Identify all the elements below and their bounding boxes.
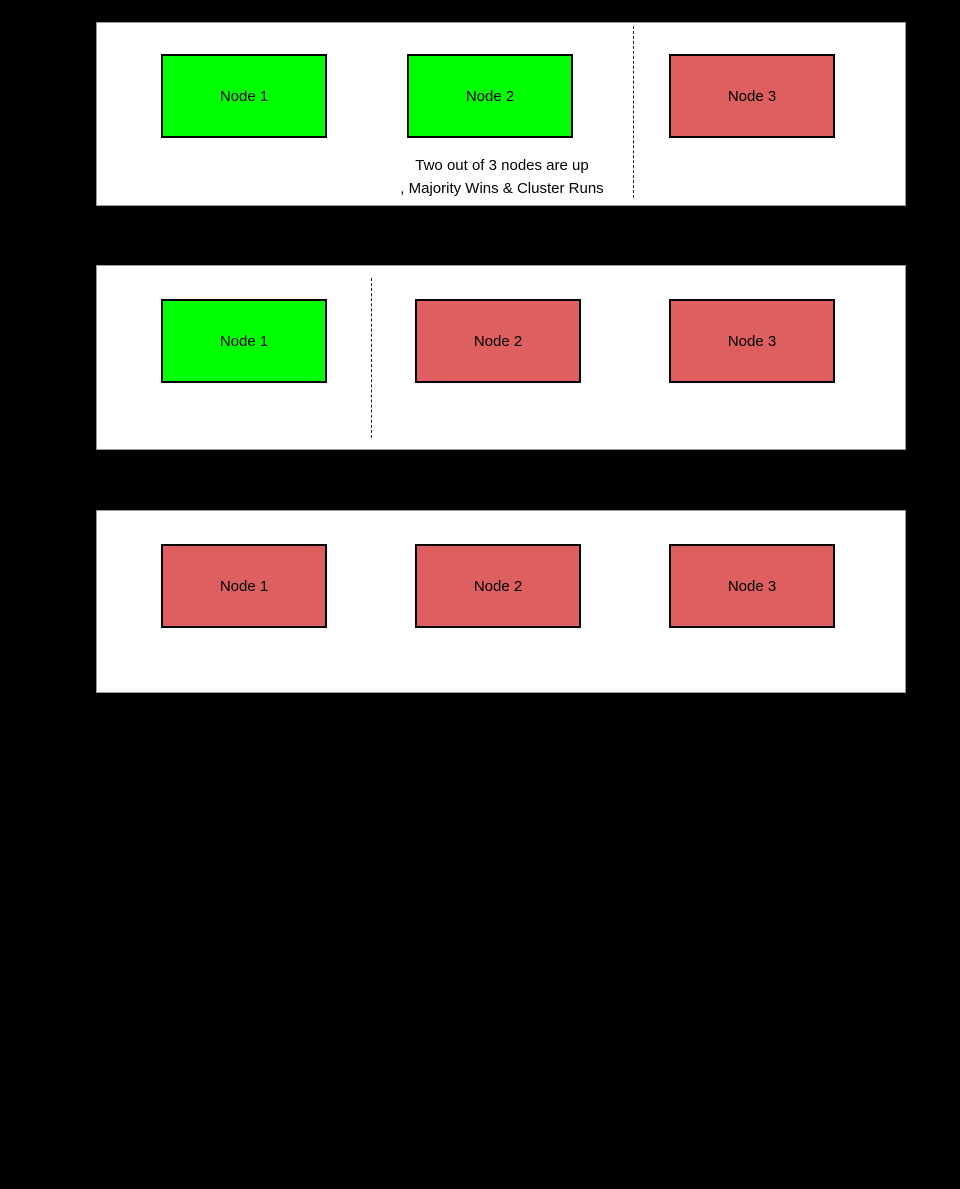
node-box-3[interactable]: Node 3: [669, 299, 835, 383]
node-box-1[interactable]: Node 1: [161, 544, 327, 628]
node-label: Node 3: [727, 87, 777, 105]
scenario-panel-all-down: Node 1 Node 2 Node 3 All Nodes are down …: [96, 510, 906, 1186]
scenario-caption: All Nodes are down Majority Fails & Clus…: [97, 1143, 907, 1189]
node-label: Node 1: [219, 87, 269, 105]
node-box-1[interactable]: Node 1: [161, 54, 327, 138]
caption-line-2: , Majority Wins & Cluster Runs: [400, 180, 604, 197]
node-box-2[interactable]: Node 2: [407, 54, 573, 138]
node-label: Node 3: [727, 332, 777, 350]
caption-line-1: All Nodes are down: [436, 1146, 568, 1163]
diagram-canvas: Node 1 Node 2 Node 3 Two out of 3 nodes …: [96, 22, 906, 1186]
node-box-2[interactable]: Node 2: [415, 544, 581, 628]
quorum-divider-line: [633, 26, 634, 198]
caption-line-1: Two out of 3 nodes are up: [415, 157, 589, 174]
node-label: Node 1: [219, 332, 269, 350]
quorum-divider-line: [371, 278, 372, 438]
node-label: Node 2: [465, 87, 515, 105]
node-label: Node 3: [727, 577, 777, 595]
node-box-3[interactable]: Node 3: [669, 54, 835, 138]
caption-line-2: Majority Fails & Cluster Stops: [403, 1169, 601, 1186]
node-label: Node 1: [219, 577, 269, 595]
node-box-3[interactable]: Node 3: [669, 544, 835, 628]
node-label: Node 2: [473, 332, 523, 350]
node-box-1[interactable]: Node 1: [161, 299, 327, 383]
node-box-2[interactable]: Node 2: [415, 299, 581, 383]
node-label: Node 2: [473, 577, 523, 595]
scenario-panel-two-up-one-down: Node 1 Node 2 Node 3 Two out of 3 nodes …: [96, 22, 906, 206]
scenario-panel-one-up-two-down: Node 1 Node 2 Node 3 Two out of 3 nodes …: [96, 265, 906, 690]
scenario-caption: Two out of 3 nodes are up , Majority Win…: [97, 154, 907, 200]
